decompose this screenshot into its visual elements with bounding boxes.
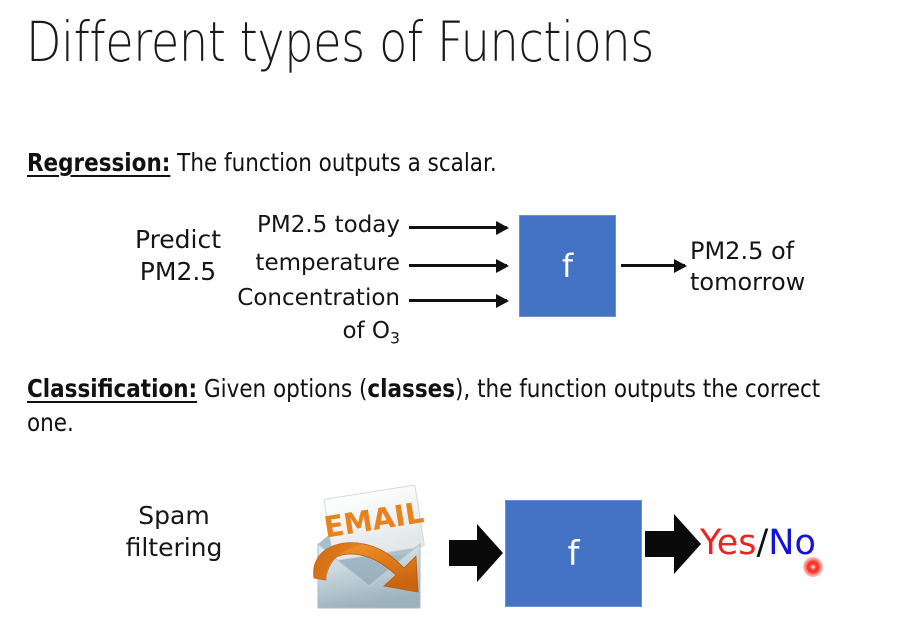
block-arrow-right-1 <box>449 524 503 582</box>
block-arrow-right-2 <box>645 514 701 574</box>
regression-input-arrow-1 <box>409 220 509 235</box>
classification-function-box: f <box>505 500 642 607</box>
regression-output-label: PM2.5 of tomorrow <box>690 237 806 296</box>
regression-function-box: f <box>519 215 616 317</box>
regression-input-1: PM2.5 today <box>257 212 400 238</box>
classification-heading: Classification: Given options (classes),… <box>27 372 853 440</box>
regression-keyword: Regression: <box>27 148 171 177</box>
classification-description-part1: Given options ( <box>197 374 368 403</box>
regression-function-label: f <box>561 247 574 285</box>
regression-input-3-subscript: 3 <box>390 328 400 348</box>
regression-description: The function outputs a scalar. <box>170 148 497 177</box>
regression-input-3-continued: of O3 <box>160 318 400 348</box>
email-envelope-icon: EMAIL <box>313 484 426 609</box>
classification-description-bold: classes <box>367 374 456 403</box>
classification-function-label: f <box>567 533 580 574</box>
regression-input-2: temperature <box>255 250 400 276</box>
laser-pointer-dot <box>803 557 823 577</box>
regression-input-3: Concentration <box>237 285 400 311</box>
regression-input-arrow-3 <box>409 293 509 308</box>
page-title: Different types of Functions <box>26 10 654 74</box>
classification-description-part2: ), the function outputs the correct one. <box>27 374 821 437</box>
regression-output-arrow <box>621 258 687 273</box>
classification-output-no: No <box>768 523 816 563</box>
regression-heading: Regression: The function outputs a scala… <box>27 146 497 180</box>
spam-task-label: Spam filtering <box>125 501 223 562</box>
classification-output-yes: Yes <box>700 523 757 563</box>
predict-task-label: Predict PM2.5 <box>134 225 222 286</box>
classification-output-separator: / <box>756 523 769 563</box>
regression-input-3-main: of O <box>342 318 391 344</box>
classification-keyword: Classification: <box>27 374 198 403</box>
classification-output-label: Yes/No <box>700 526 816 561</box>
regression-input-arrow-2 <box>409 258 509 273</box>
